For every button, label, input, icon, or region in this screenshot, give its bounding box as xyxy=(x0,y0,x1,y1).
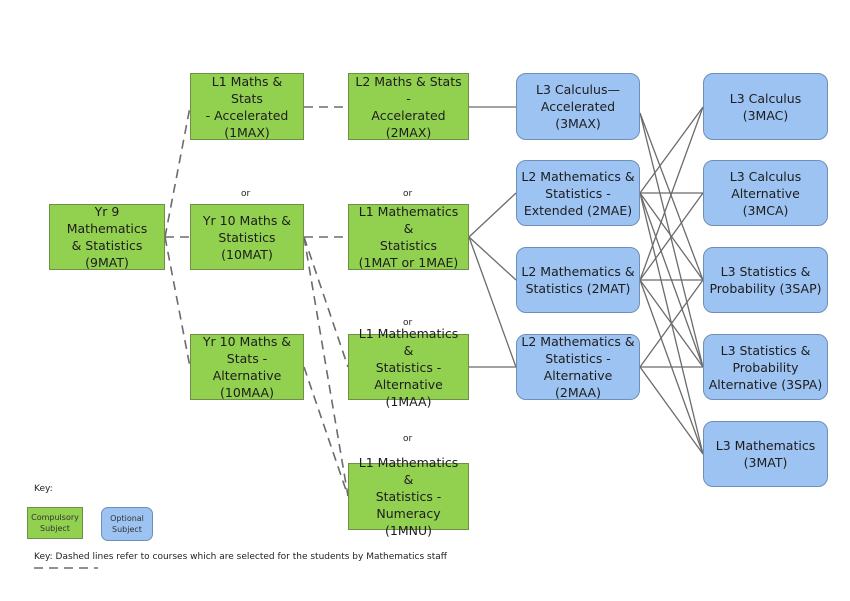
course-l1-mathematics-numeracy: L1 Mathematics & Statistics - Numeracy (… xyxy=(348,455,469,538)
course-l3-statistics-alternative: L3 Statistics & Probability Alternative … xyxy=(703,334,828,400)
solid-path-line xyxy=(468,236,517,281)
solid-path-line xyxy=(468,192,517,238)
course-l3-calculus-alternative: L3 Calculus Alternative (3MCA) xyxy=(703,160,828,226)
course-yr10-maths: Yr 10 Maths & Statistics (10MAT) xyxy=(190,204,304,270)
solid-path-line xyxy=(639,112,704,281)
or-label: or xyxy=(241,189,251,199)
course-l2-mathematics: L2 Mathematics & Statistics (2MAT) xyxy=(516,247,640,313)
course-l3-mathematics: L3 Mathematics (3MAT) xyxy=(703,421,828,487)
or-label: or xyxy=(403,189,413,199)
dashed-path-line xyxy=(303,366,349,497)
solid-path-line xyxy=(639,112,704,368)
solid-path-line xyxy=(468,236,517,368)
key-dashed-note: Key: Dashed lines refer to courses which… xyxy=(34,552,447,562)
course-l2-mathematics-extended: L2 Mathematics & Statistics - Extended (… xyxy=(516,160,640,226)
or-label: or xyxy=(403,434,413,444)
course-yr10-maths-alternative: Yr 10 Maths & Stats - Alternative (10MAA… xyxy=(190,334,304,400)
course-l3-statistics: L3 Statistics & Probability (3SAP) xyxy=(703,247,828,313)
course-l3-calculus: L3 Calculus (3MAC) xyxy=(703,73,828,140)
course-l2-maths-accelerated: L2 Maths & Stats - Accelerated (2MAX) xyxy=(348,73,469,140)
course-l1-mathematics-alternative: L1 Mathematics & Statistics - Alternativ… xyxy=(348,326,469,409)
course-l1-mathematics: L1 Mathematics & Statistics (1MAT or 1MA… xyxy=(348,204,469,270)
course-l1-maths-accelerated: L1 Maths & Stats - Accelerated (1MAX) xyxy=(190,73,304,140)
dashed-path-line xyxy=(303,236,349,497)
course-l3-calculus-accelerated: L3 Calculus— Accelerated (3MAX) xyxy=(516,73,640,140)
key-compulsory-swatch: Compulsory Subject xyxy=(27,507,83,539)
solid-path-line xyxy=(639,366,704,455)
course-l2-mathematics-alternative: L2 Mathematics & Statistics - Alternativ… xyxy=(516,334,640,400)
key-optional-swatch: Optional Subject xyxy=(101,507,153,541)
key-title: Key: xyxy=(34,484,53,494)
or-label: or xyxy=(403,318,413,328)
solid-path-line xyxy=(639,106,704,194)
course-yr9-maths: Yr 9 Mathematics & Statistics (9MAT) xyxy=(49,204,165,270)
solid-path-line xyxy=(639,192,704,281)
solid-path-line xyxy=(639,279,704,368)
dashed-path-line xyxy=(164,236,191,368)
solid-path-line xyxy=(639,106,704,281)
dashed-path-line xyxy=(303,236,349,368)
dashed-path-line xyxy=(164,106,191,238)
